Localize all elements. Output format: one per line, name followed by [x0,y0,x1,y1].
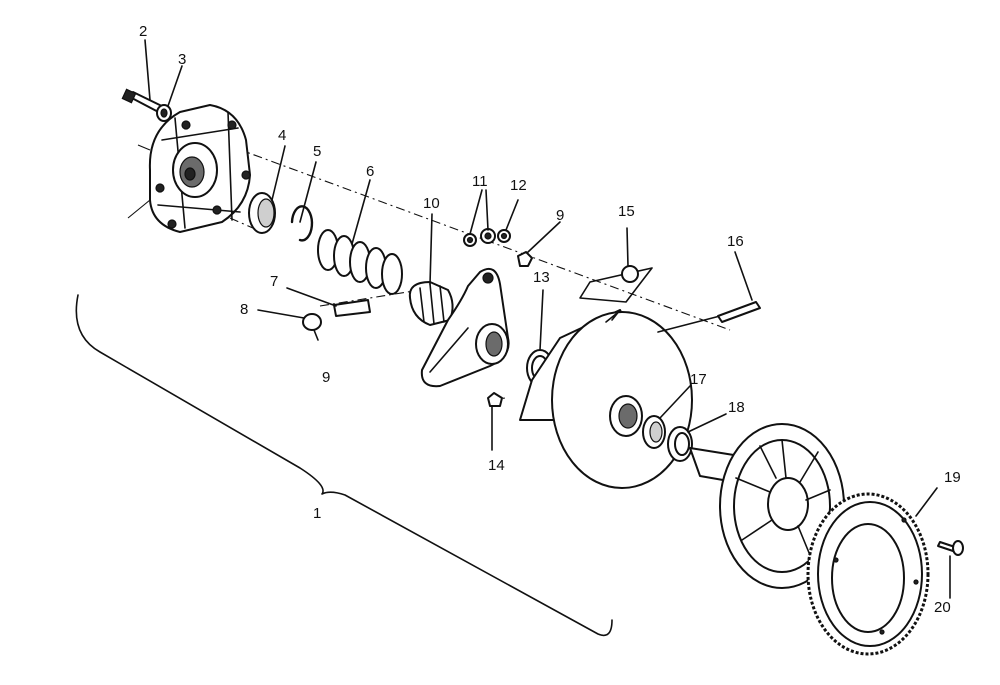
callout-9-lower: 9 [322,369,330,386]
gear-screw [937,540,964,556]
moveable-sheave [519,309,693,489]
callout-8: 8 [240,301,248,318]
pin-cap [302,313,322,331]
callout-17: 17 [690,371,707,388]
clutch-spring [317,229,403,295]
bushing-17 [642,415,666,449]
callout-6: 6 [366,163,374,180]
axis-lower [229,217,263,233]
callout-2: 2 [139,23,147,40]
nut-lower [487,392,503,407]
leader-lines [144,39,951,599]
ring-gear [806,492,930,656]
nut-upper [517,251,533,267]
callout-12: 12 [510,177,527,194]
callout-11: 11 [472,173,488,190]
bushing-plate [579,265,653,303]
weight-arm [420,268,510,388]
washer-18 [667,426,693,462]
nut-washer-set [463,228,511,247]
spider-cover [127,104,251,233]
bushing-ring [248,192,276,234]
assembly-axis [199,134,731,331]
callout-4: 4 [278,127,286,144]
snap-ring [290,205,314,242]
pin-axis [319,289,421,307]
callout-13: 13 [533,269,550,286]
callout-16: 16 [727,233,744,250]
callout-20: 20 [934,599,951,616]
cap-washer [156,104,172,122]
pivot-pin [333,299,371,317]
callout-14: 14 [488,457,505,474]
cam-roller [408,281,454,326]
callout-18: 18 [728,399,745,416]
callout-15: 15 [618,203,635,220]
callout-10: 10 [423,195,440,212]
callout-3: 3 [178,51,186,68]
callout-5: 5 [313,143,321,160]
callout-7: 7 [270,273,278,290]
assembly-brace [75,294,613,637]
callout-19: 19 [944,469,961,486]
long-bolt [657,301,761,333]
callout-9-upper: 9 [556,207,564,224]
callout-1: 1 [313,505,321,522]
